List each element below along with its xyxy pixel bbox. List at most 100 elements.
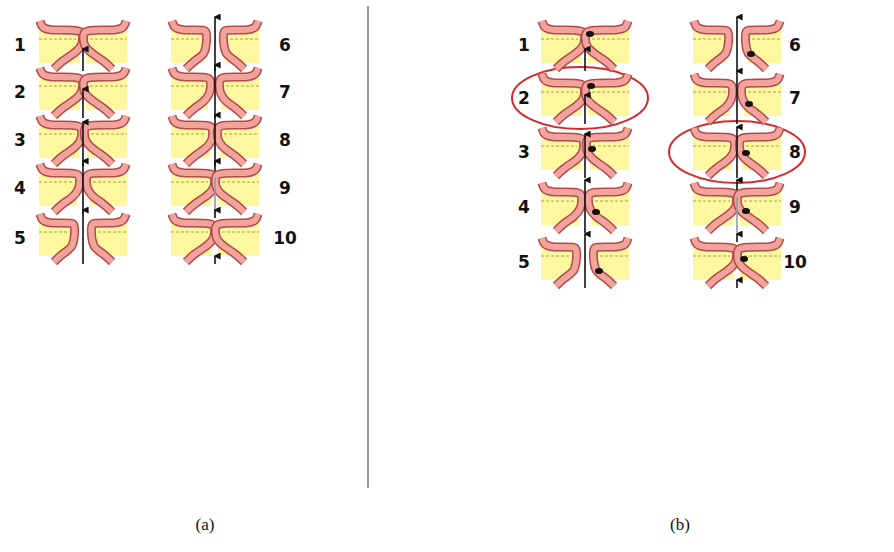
valve-lip (745, 21, 780, 69)
valve-lip (585, 74, 628, 122)
valve-lip (542, 74, 585, 122)
callout-number: 6 (789, 35, 801, 55)
valve-lip (215, 214, 258, 262)
valve-lip (588, 183, 628, 231)
valve-lip (694, 183, 737, 231)
dashed-level (541, 201, 575, 202)
callout-number: 3 (518, 142, 530, 162)
valve-lip (694, 21, 729, 69)
valve-lip (694, 74, 733, 122)
black-mark (587, 83, 595, 89)
valve-lip (83, 21, 126, 69)
valve-figure (693, 180, 781, 233)
valve-lip (172, 116, 213, 164)
valve-lip (172, 21, 207, 69)
valve-lip (40, 164, 80, 212)
dashed-level (693, 39, 722, 40)
valve-lip (737, 238, 780, 286)
dashed-level (171, 232, 208, 233)
dashed-level (226, 86, 259, 87)
flow-arrow (736, 234, 738, 242)
callout-number: 10 (273, 228, 297, 248)
valve-lip (172, 214, 215, 262)
flow-arrow (82, 210, 84, 264)
black-mark (747, 51, 755, 57)
valve-figure (39, 21, 127, 71)
dashed-level (744, 256, 781, 257)
valve-lip (40, 214, 75, 262)
valve-lip (217, 116, 258, 164)
dashed-level (39, 134, 75, 135)
valve-figure (693, 17, 781, 71)
highlight-ellipse (512, 67, 648, 129)
flow-arrow (214, 210, 216, 218)
valve-lip (542, 21, 585, 69)
dashed-level (98, 232, 127, 233)
black-mark (745, 101, 753, 107)
flow-arrow (214, 115, 216, 166)
dashed-level (541, 39, 578, 40)
valve-figure (39, 116, 127, 166)
valve-lip (172, 68, 211, 116)
valve-lip (741, 74, 780, 122)
valve-lip (223, 21, 258, 69)
valve-lip (694, 238, 737, 286)
valve-figure (541, 21, 629, 71)
valve-lip (40, 116, 82, 164)
valve-lip (219, 68, 258, 116)
valve-lip (694, 238, 737, 286)
valve-lip (40, 68, 83, 116)
valve-lip (172, 164, 215, 212)
valve-lip (219, 68, 258, 116)
valve-figure (541, 180, 629, 233)
callout-number: 2 (518, 88, 530, 108)
valve-lip (542, 74, 585, 122)
flow-arrow (214, 178, 216, 214)
valve-figure (171, 210, 259, 264)
dashed-level (39, 232, 68, 233)
dashed-level (541, 92, 578, 93)
dashed-level (600, 256, 629, 257)
valve-lip (694, 74, 733, 122)
valve-lip (91, 214, 126, 262)
callout-number: 9 (789, 197, 801, 217)
callout-number: 2 (14, 82, 26, 102)
dashed-level (90, 39, 127, 40)
callout-number: 6 (279, 35, 291, 55)
valve-lip (585, 21, 628, 69)
valve-lip (223, 21, 258, 69)
valve-lip (737, 238, 780, 286)
black-mark (740, 256, 748, 262)
flow-arrow (214, 256, 216, 264)
dashed-level (744, 201, 781, 202)
callout-number: 5 (14, 228, 26, 248)
valve-lip (172, 21, 207, 69)
dashed-level (171, 182, 208, 183)
valve-lip (40, 21, 83, 69)
flow-arrow (82, 161, 84, 214)
valve-lip (84, 116, 126, 164)
panel-label: (a) (196, 515, 215, 535)
dashed-level (541, 256, 570, 257)
dashed-level (171, 134, 206, 135)
flow-arrow (214, 161, 216, 171)
valve-lip (585, 74, 628, 122)
flow-arrow (82, 122, 84, 166)
valve-lip (215, 164, 258, 212)
valve-figure (171, 65, 259, 118)
valve-lip (172, 116, 213, 164)
valve-lip (172, 164, 215, 212)
dashed-level (171, 86, 204, 87)
valve-lip (91, 214, 126, 262)
dashed-level (39, 86, 76, 87)
callout-number: 3 (14, 130, 26, 150)
dashed-level (693, 256, 730, 257)
dashed-level (693, 92, 726, 93)
dashed-level (222, 182, 259, 183)
callout-number: 9 (279, 178, 291, 198)
flow-arrow (584, 234, 586, 288)
valve-lip (215, 214, 258, 262)
valve-figure (541, 128, 629, 178)
